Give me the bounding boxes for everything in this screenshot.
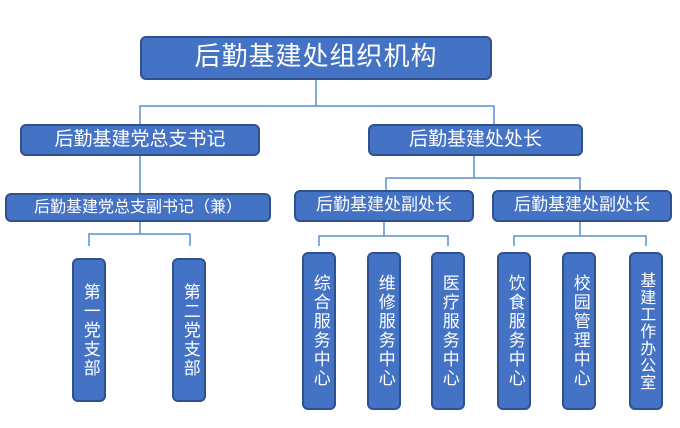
- party-secretary-box: 后勤基建党总支书记: [20, 124, 260, 156]
- deputy-director-box-2: 后勤基建处副处长: [492, 190, 672, 222]
- unit-medical-service: 医疗服务中心: [431, 252, 465, 410]
- party-branch-1: 第一党支部: [72, 258, 106, 402]
- party-branch-2: 第二党支部: [172, 258, 206, 402]
- deputy-secretary-box: 后勤基建党总支副书记（兼）: [5, 193, 271, 222]
- director-box: 后勤基建处处长: [368, 124, 583, 156]
- unit-construction-office: 基建工作办公室: [629, 252, 663, 410]
- deputy-director-box-1: 后勤基建处副处长: [294, 190, 474, 222]
- unit-catering-service: 饮食服务中心: [497, 252, 531, 410]
- unit-comprehensive-service: 综合服务中心: [302, 252, 336, 410]
- org-title: 后勤基建处组织机构: [140, 36, 492, 80]
- unit-maintenance-service: 维修服务中心: [367, 252, 401, 410]
- unit-campus-management: 校园管理中心: [562, 252, 596, 410]
